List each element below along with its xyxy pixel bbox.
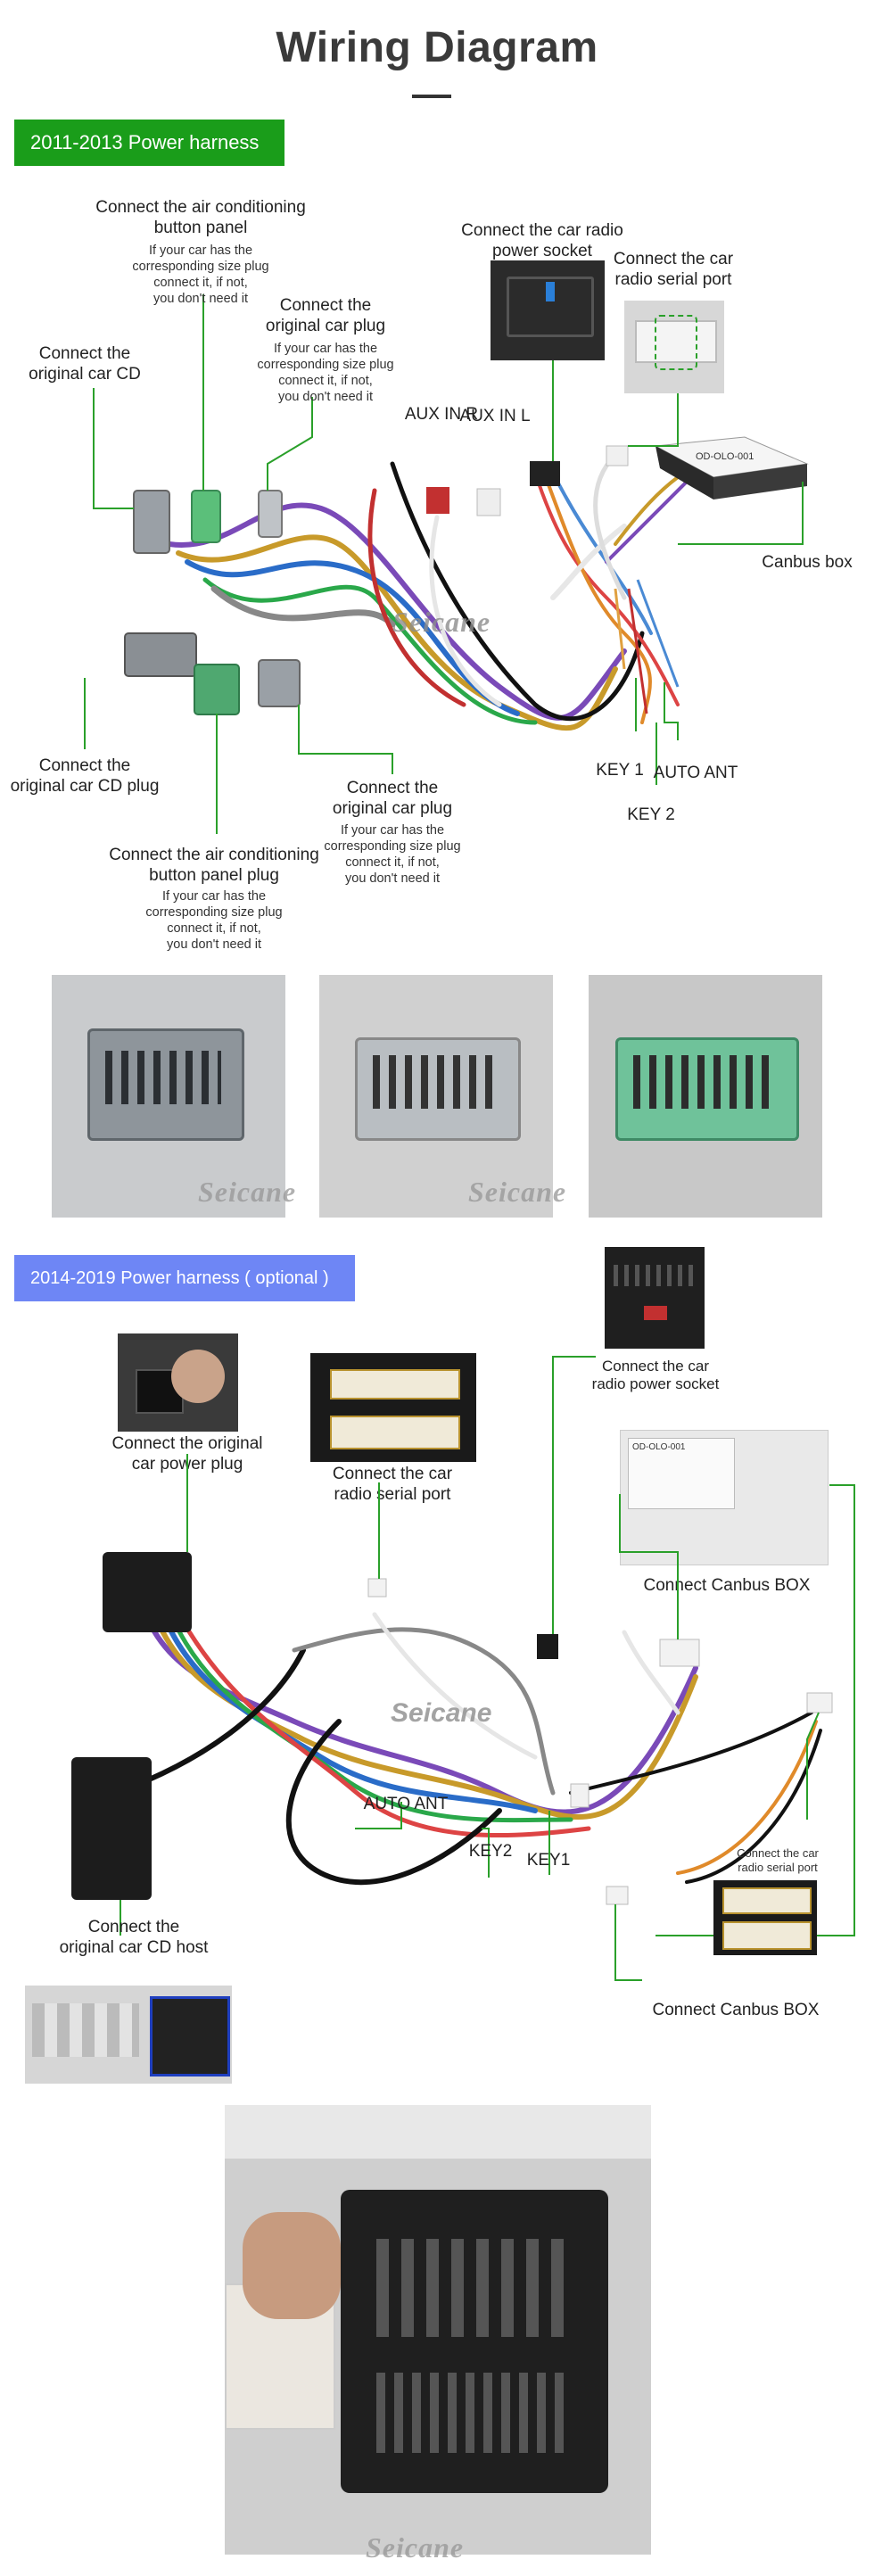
title-divider xyxy=(412,95,451,98)
watermark-seicane-bottom: Seicane xyxy=(366,2531,465,2564)
label-radio-serial-port-2: Connect the car radio serial port xyxy=(332,1465,453,1504)
label-key1: KEY 1 xyxy=(596,761,644,780)
label-radio-serial-port: Connect the car radio serial port xyxy=(613,250,734,289)
label-serial-port-small: Connect the car radio serial port xyxy=(737,1846,819,1875)
photo-radio-power-socket-2 xyxy=(605,1247,705,1349)
harness-diagram-2011-2013: OD-OLO-001 Seicane xyxy=(84,294,809,834)
label-original-power-plug: Connect the original car power plug xyxy=(111,1434,263,1474)
canbus-box-model: OD-OLO-001 xyxy=(696,451,754,462)
label-original-cd-top: Connect the original car CD xyxy=(29,344,141,384)
harness-diagram-2014-2019: Seicane xyxy=(71,1356,855,1981)
note-ac-panel: If your car has the corresponding size p… xyxy=(132,244,269,307)
photo-connector-green xyxy=(589,975,822,1218)
label-radio-power-socket-2: Connect the car radio power socket xyxy=(591,1358,720,1393)
label-auto-ant-2: AUTO ANT xyxy=(363,1795,449,1813)
watermark-seicane-photo-2: Seicane xyxy=(468,1176,567,1208)
note-original-plug-bottom: If your car has the corresponding size p… xyxy=(324,823,461,887)
note-original-plug-top: If your car has the corresponding size p… xyxy=(257,342,394,405)
photo-canbus-box-2: OD-OLO-001 xyxy=(620,1430,829,1565)
watermark-seicane: Seicane xyxy=(392,606,491,638)
label-key1-2: KEY1 xyxy=(526,1851,571,1870)
label-aux-in-r: AUX IN R xyxy=(404,405,479,424)
photo-power-plug-closeup xyxy=(225,2105,651,2555)
photo-radio-serial-port xyxy=(624,301,724,393)
label-key2: KEY 2 xyxy=(627,805,675,824)
canbus-box-graphic: OD-OLO-001 xyxy=(654,436,809,500)
canbus-box-label: OD-OLO-001 xyxy=(628,1438,735,1509)
watermark-seicane-2: Seicane xyxy=(391,1698,491,1728)
label-radio-power-socket: Connect the car radio power socket xyxy=(461,221,623,260)
label-original-plug-top: Connect the original car plug xyxy=(265,296,386,335)
label-canbus-box: Canbus box xyxy=(762,553,853,572)
photo-radio-serial-port-2 xyxy=(310,1353,476,1462)
label-aux-in-l: AUX IN L xyxy=(459,407,531,425)
label-ac-panel-plug: Connect the air conditioning button pane… xyxy=(109,846,319,885)
photo-original-power-plug xyxy=(118,1333,238,1432)
label-canbus-box-bottom: Connect Canbus BOX xyxy=(652,2001,820,2019)
photo-radio-power-socket xyxy=(491,260,605,360)
photo-connector-grey-2 xyxy=(319,975,553,1218)
section2-banner: 2014-2019 Power harness ( optional ) xyxy=(14,1255,355,1301)
label-canbus-box-2: Connect Canbus BOX xyxy=(643,1576,811,1595)
watermark-seicane-photo-1: Seicane xyxy=(198,1176,297,1208)
photo-original-cd-host xyxy=(25,1986,232,2084)
photo-connector-grey-1 xyxy=(52,975,285,1218)
label-original-cd-host: Connect the original car CD host xyxy=(59,1918,209,1957)
page-title: Wiring Diagram xyxy=(276,24,598,71)
label-ac-panel: Connect the air conditioning button pane… xyxy=(95,198,306,237)
label-key2-2: KEY2 xyxy=(468,1842,513,1861)
note-ac-panel-plug: If your car has the corresponding size p… xyxy=(145,889,283,953)
label-original-cd-plug: Connect the original car CD plug xyxy=(10,756,160,796)
photo-serial-port-small xyxy=(713,1880,817,1955)
label-original-plug-bottom: Connect the original car plug xyxy=(332,779,453,818)
label-auto-ant: AUTO ANT xyxy=(653,764,738,782)
section1-banner: 2011-2013 Power harness xyxy=(14,120,284,166)
